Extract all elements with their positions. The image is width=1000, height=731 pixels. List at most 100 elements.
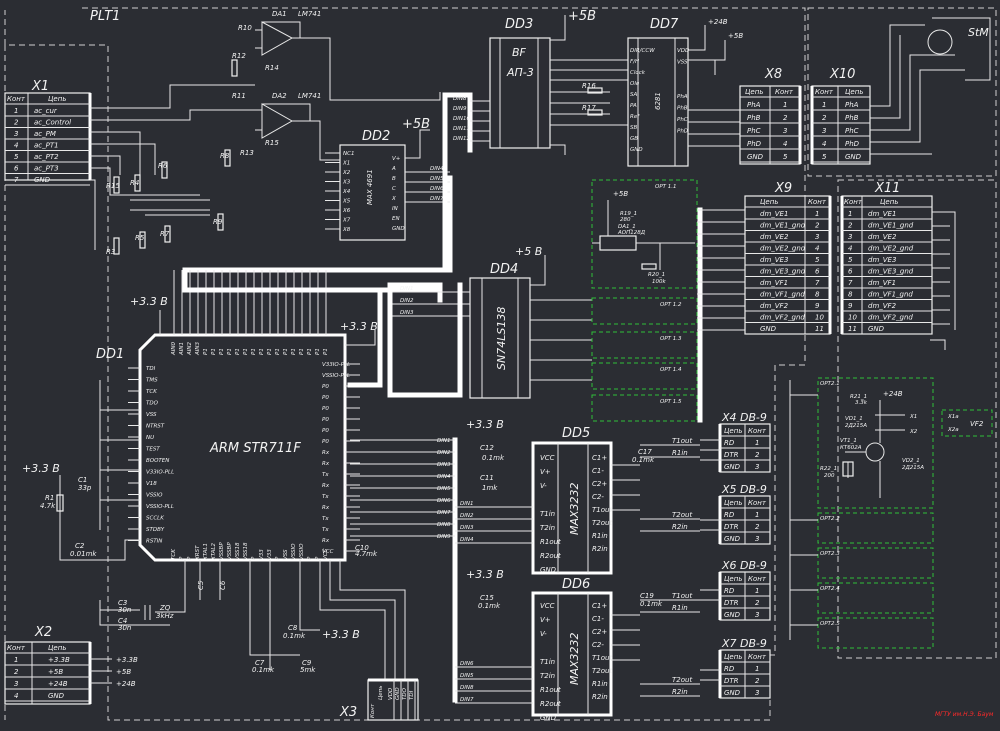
chip-dd2-left-pin: X8 — [342, 227, 351, 233]
chip-dd5: DD5 MAX3232 +3.3 В VCCV+V-T1inT2inR1outR… — [466, 418, 613, 575]
opamp-da2: DA2 LM741 — [255, 92, 340, 161]
connector-x8-row-num: 3 — [783, 127, 787, 135]
chip-dd1-supply-right: +3.3 В — [340, 320, 378, 333]
chip-dd6-input-label: DIN6 — [460, 661, 474, 667]
connector-x8-row-net: PhB — [747, 114, 761, 122]
chip-max3232-left-pin: VCC — [540, 602, 555, 610]
connector-x9-row-net: dm_VE3_gnd — [760, 268, 806, 276]
connector-x9-row-num: 3 — [815, 233, 819, 241]
opto-1-1-daname: АОП128Д — [617, 230, 646, 236]
chip-dd2-left-pin: X4 — [342, 189, 351, 195]
motor-frame — [807, 7, 997, 177]
opto-2-1-r2: R22_1 — [820, 466, 837, 472]
connector-x4-row-net: DTR — [724, 451, 739, 459]
chip-dd2-supply: +5В — [402, 117, 430, 132]
chip-dd7-right-pin: VSS — [677, 60, 688, 66]
chip-dd1-top-pin: P1 — [219, 348, 225, 355]
connector-x10-row-net: PhA — [845, 101, 859, 109]
connector-x3-pin-label: TDO — [402, 687, 408, 700]
chip-max3232-left-pin: R1out — [540, 538, 561, 546]
chip-dd1-right-pin: P0 — [322, 395, 329, 401]
chip-dd1-left-pin: V33IO-PLL — [146, 470, 174, 476]
chip-dd7: DD7 6281 +24В +5В DIR/CCWF/HClockOleSAPA… — [627, 17, 743, 167]
connector-x9-row-net: GND — [760, 325, 777, 333]
connector-x1-row-num: 4 — [14, 142, 18, 150]
connector-x6-header-1: Конт — [748, 575, 767, 583]
chip-dd3-input-label: DIN11 — [453, 126, 470, 132]
chip-dd7-name: 6281 — [654, 92, 662, 110]
cap-c1-label: C1 — [78, 476, 87, 484]
chip-max3232-right-pin: R2in — [592, 693, 608, 701]
chip-dd1-top-pin: P1 — [251, 348, 257, 355]
connector-x7-row-net: GND — [724, 689, 741, 697]
chip-dd7-left-pin: DIR/CCW — [630, 48, 655, 54]
connector-x10-row-num: 5 — [822, 153, 827, 161]
chip-dd1-top-pin: P1 — [315, 348, 321, 355]
opamp-da2-ref: DA2 — [272, 92, 287, 100]
chip-max3232-right-pin: C1- — [592, 615, 604, 623]
opto-2-1-x1: X1 — [909, 414, 917, 420]
connector-x1-row-net: ac_PT2 — [34, 153, 59, 161]
chip-dd7-supply: +24В — [708, 18, 728, 26]
connector-x1-row-num: 5 — [14, 153, 19, 161]
cap-c3-value: 30n — [118, 606, 131, 614]
chip-dd1-top-pin: P1 — [243, 348, 249, 355]
chip-dd6-name: MAX3232 — [568, 632, 581, 685]
resistor-r5-label: R5 — [135, 234, 145, 242]
opamp-da1-name: LM741 — [298, 10, 321, 18]
connector-x9-row-net: dm_VF2_gnd — [760, 314, 805, 322]
opto-1-2-label: OPT 1.2 — [660, 302, 682, 308]
opto-2-4-label: OPT2.4 — [820, 586, 840, 592]
chip-dd7-left-pin: GB — [630, 136, 638, 142]
connector-x8-row-net: PhD — [747, 140, 762, 148]
connector-x9-header-1: Конт — [808, 198, 827, 206]
resistor-r11-label: R11 — [232, 92, 246, 100]
connector-x1-row-net: ac_PM — [34, 130, 56, 138]
connector-x10-header-0: Конт — [815, 88, 834, 96]
connector-x9-row-num: 4 — [815, 245, 819, 253]
opto-1-1-supply: +5В — [613, 190, 628, 198]
opto-2-1-vd2: VD2_1 — [902, 458, 920, 464]
connector-x9-row-num: 7 — [815, 279, 820, 287]
connector-x8-header-1: Конт — [775, 88, 794, 96]
connector-x9-row-num: 9 — [815, 302, 820, 310]
dd1-supply-bottom: +3.3 В — [322, 628, 360, 641]
chip-dd7-left-pin: SA — [630, 92, 637, 98]
chip-dd5-output-label: T1out — [672, 437, 692, 445]
chip-dd1-top-pin: AIN0 — [171, 342, 177, 356]
cap-c12-label: C12 — [480, 444, 494, 452]
connector-x11-row-num: 3 — [848, 233, 852, 241]
connector-x11-row-num: 8 — [848, 291, 853, 299]
connector-x2-header-0: Конт — [7, 644, 26, 652]
connector-x9-row-net: dm_VE3 — [760, 256, 788, 264]
chip-dd4-input-label: DIN1 — [400, 286, 413, 292]
chip-dd1-ref: DD1 — [96, 347, 124, 362]
chip-dd1-top-pin: P1 — [259, 348, 265, 355]
chip-dd3-tag: BF — [512, 46, 527, 59]
cap-c3-label: C3 — [118, 599, 127, 607]
vf2-a: X1a — [947, 414, 959, 420]
opto-1-1-label: OPT 1.1 — [655, 184, 677, 190]
chip-dd3-input-label: DIN9 — [453, 106, 467, 112]
connector-x11-row-num: 7 — [848, 279, 853, 287]
connector-x7-row-num: 1 — [755, 665, 759, 673]
connector-x4-header-0: Цепь — [724, 427, 742, 435]
chip-dd1-top-pin: P1 — [307, 348, 313, 355]
chip-dd1-right-pin: P0 — [322, 384, 329, 390]
chip-dd1-left-pin: RSTIN — [146, 539, 162, 545]
chip-dd2-right-pin: GND — [392, 226, 405, 232]
opto-2-1-box — [817, 377, 934, 509]
chip-max3232-right-pin: C2+ — [592, 628, 607, 636]
chip-dd1-top-pin: P1 — [227, 348, 233, 355]
chip-dd1-supply-left: +3.3 В — [22, 462, 60, 475]
chip-dd2-left-pin: X2 — [342, 170, 351, 176]
chip-max3232-left-pin: VCC — [540, 454, 555, 462]
opto-2-1-x2: X2 — [909, 429, 918, 435]
connector-x10-row-net: PhC — [845, 127, 859, 135]
chip-max3232-left-pin: T2in — [540, 672, 555, 680]
chip-dd2-right-pin: IN — [392, 206, 398, 212]
chip-dd3-body — [489, 37, 551, 149]
cap-c19-label: C19 — [640, 592, 654, 600]
